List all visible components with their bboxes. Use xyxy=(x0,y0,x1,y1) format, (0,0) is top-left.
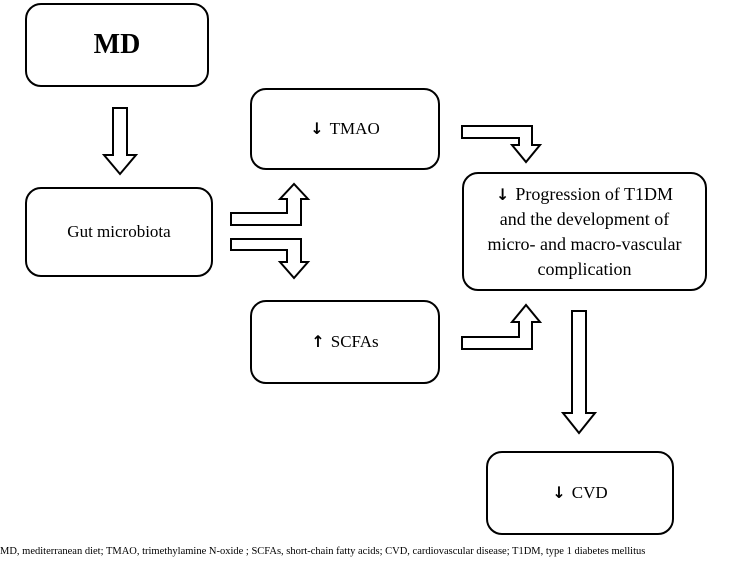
progression-line-2: and the development of xyxy=(499,208,670,229)
progression-box: ↓Progression of T1DM and the development… xyxy=(462,172,707,291)
scfas-label: SCFAs xyxy=(330,331,379,351)
md-box: MD xyxy=(25,3,209,87)
arrow-gut-to-tmao xyxy=(230,182,311,226)
gut-microbiota-box: Gut microbiota xyxy=(25,187,213,277)
arrow-progression-to-cvd xyxy=(560,310,598,435)
cvd-label: CVD xyxy=(571,482,608,502)
progression-line-1: Progression of T1DM xyxy=(515,183,674,204)
arrow-md-to-gut xyxy=(101,107,139,176)
arrow-down-icon: ↓ xyxy=(310,118,324,138)
abbreviations-footnote: MD, mediterranean diet; TMAO, trimethyla… xyxy=(0,546,646,557)
progression-line-4: complication xyxy=(537,258,632,279)
arrow-up-icon: ↑ xyxy=(311,331,325,351)
arrow-down-icon: ↓ xyxy=(552,482,566,502)
progression-line-3: micro- and macro-vascular xyxy=(487,233,682,254)
arrow-gut-to-scfas xyxy=(230,238,311,280)
gut-microbiota-label: Gut microbiota xyxy=(67,221,171,241)
tmao-box: ↓TMAO xyxy=(250,88,440,170)
md-label: MD xyxy=(93,29,141,60)
cvd-box: ↓CVD xyxy=(486,451,674,535)
scfas-box: ↑SCFAs xyxy=(250,300,440,384)
arrow-scfas-to-progression xyxy=(461,303,543,350)
tmao-label: TMAO xyxy=(329,118,380,138)
arrow-tmao-to-progression xyxy=(461,125,543,164)
arrow-down-icon: ↓ xyxy=(495,184,510,204)
